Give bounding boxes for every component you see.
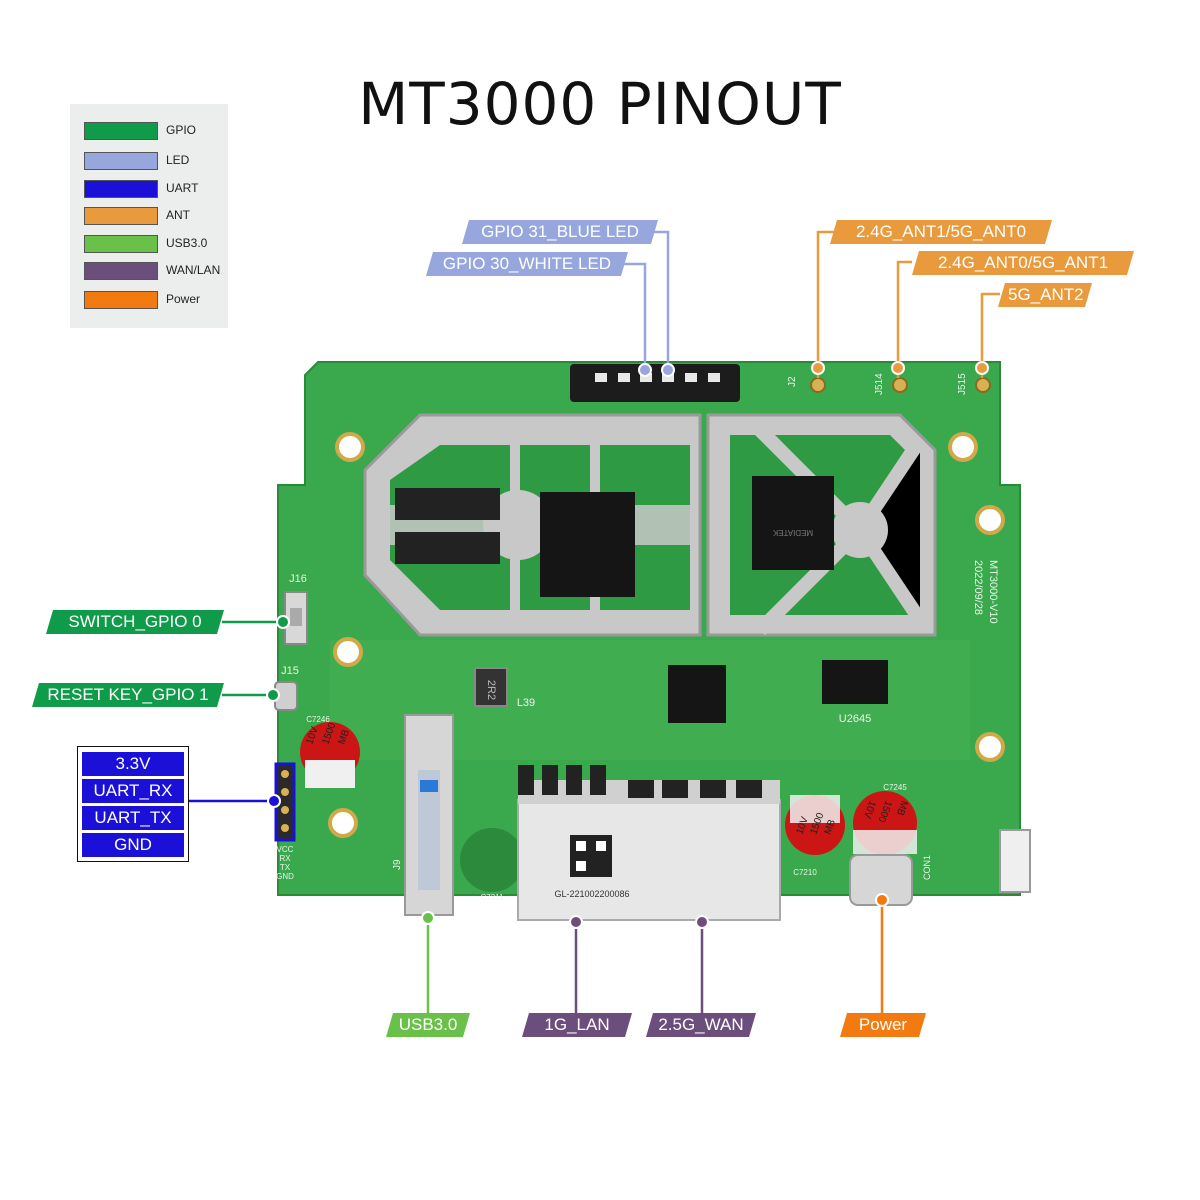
silk-j15: J15 (281, 665, 299, 677)
legend-label: GPIO (166, 123, 197, 137)
label-ant0: 2.4G_ANT0/5G_ANT1 (912, 251, 1134, 275)
chip-mcu (668, 665, 726, 723)
endpoint-white-led (638, 363, 652, 377)
label-white-led: GPIO 30_WHITE LED (426, 252, 628, 276)
label-reset: RESET KEY_GPIO 1 (32, 683, 224, 707)
leader-ant0 (896, 260, 912, 378)
silk-uart-gnd: GND (276, 872, 294, 881)
legend-swatch (84, 152, 158, 170)
silk-2r2: 2R2 (485, 680, 497, 700)
silk-date: 2022/09/28 (972, 560, 984, 615)
mount-hole (328, 808, 358, 838)
uart-pin-rx: UART_RX (82, 779, 184, 803)
silk-c7211: C7211 (481, 893, 505, 902)
mount-hole (948, 432, 978, 462)
label-power: Power (840, 1013, 926, 1037)
mount-hole (335, 432, 365, 462)
chip-ram-2 (395, 532, 500, 564)
label-usb: USB3.0 (386, 1013, 470, 1037)
endpoint-lan (569, 915, 583, 929)
legend: GPIO LED UART ANT USB3.0 WAN/LAN Power (70, 104, 228, 328)
uart-pin-box: 3.3V UART_RX UART_TX GND (77, 746, 189, 862)
led-header (570, 364, 740, 402)
chip-ram-1 (395, 488, 500, 520)
silk-c7210: C7210 (793, 868, 817, 877)
chip-flash (822, 660, 888, 704)
label-blue-led: GPIO 31_BLUE LED (462, 220, 658, 244)
silk-uart-tx: TX (280, 863, 291, 872)
legend-swatch (84, 291, 158, 309)
leader-ant2 (980, 292, 1000, 378)
cap-mid-series: MB (822, 818, 838, 836)
endpoint-uart (267, 794, 281, 808)
chip-wifi (752, 476, 834, 570)
capacitor-left: 10V 1500 MB (300, 721, 360, 788)
endpoint-power (875, 893, 889, 907)
legend-label: Power (166, 292, 201, 306)
leader-blue-led (653, 230, 670, 370)
silk-uart-vcc: VCC (277, 845, 294, 854)
legend-swatch (84, 207, 158, 225)
ant-connector-j2 (810, 377, 826, 393)
mount-hole (975, 732, 1005, 762)
legend-label: WAN/LAN (166, 263, 221, 277)
legend-label: UART (166, 181, 199, 195)
legend-swatch (84, 180, 158, 198)
silk-j16: J16 (289, 573, 307, 585)
silk-u2645: U2645 (839, 713, 871, 725)
silk-c7246: C7246 (306, 715, 330, 724)
chip-wifi-label: MEDIATEK (772, 528, 813, 537)
fan-connector (999, 829, 1031, 893)
ant-connector-j515 (975, 377, 991, 393)
endpoint-wan (695, 915, 709, 929)
cap-right-series: MB (894, 799, 910, 817)
silk-model: MT3000-V10 (987, 560, 999, 624)
uart-pin-3v3: 3.3V (82, 752, 184, 776)
uart-pin-tx: UART_TX (82, 806, 184, 830)
silk-l39: L39 (517, 697, 535, 709)
label-wan: 2.5G_WAN (646, 1013, 756, 1037)
ethernet-ports (517, 799, 781, 921)
ant-connector-j514 (892, 377, 908, 393)
legend-label: LED (166, 153, 190, 167)
endpoint-ant2 (975, 361, 989, 375)
silk-c7245: C7245 (883, 783, 907, 792)
leader-white-led (624, 262, 647, 370)
mount-hole (333, 637, 363, 667)
label-ant1: 2.4G_ANT1/5G_ANT0 (830, 220, 1052, 244)
capacitor-right: 10V 1500 MB (853, 791, 917, 855)
chip-soc (540, 492, 635, 597)
mount-hole (975, 505, 1005, 535)
endpoint-ant0 (891, 361, 905, 375)
label-ant2: 5G_ANT2 (998, 283, 1092, 307)
capacitor-mid: 10V 1500 MB (785, 795, 845, 855)
legend-swatch (84, 235, 158, 253)
label-lan: 1G_LAN (522, 1013, 632, 1037)
cap-left-series: MB (336, 728, 352, 746)
silk-j9: J9 (392, 859, 403, 870)
endpoint-blue-led (661, 363, 675, 377)
barcode-text: GL-221002200086 (554, 889, 629, 899)
legend-swatch (84, 262, 158, 280)
legend-swatch (84, 122, 158, 140)
legend-label: USB3.0 (166, 236, 208, 250)
silk-con1: CON1 (922, 855, 932, 880)
endpoint-usb (421, 911, 435, 925)
inductor-l39 (474, 667, 508, 707)
endpoint-reset (266, 688, 280, 702)
silk-j2: J2 (787, 376, 798, 387)
page-title: MT3000 PINOUT (358, 70, 842, 138)
leader-ant1 (816, 230, 838, 378)
silk-j515: J515 (957, 373, 968, 395)
uart-pin-gnd: GND (82, 833, 184, 857)
endpoint-switch (276, 615, 290, 629)
endpoint-ant1 (811, 361, 825, 375)
legend-label: ANT (166, 208, 190, 222)
label-switch: SWITCH_GPIO 0 (46, 610, 224, 634)
silk-j514: J514 (874, 373, 885, 395)
silk-uart-rx: RX (279, 854, 291, 863)
